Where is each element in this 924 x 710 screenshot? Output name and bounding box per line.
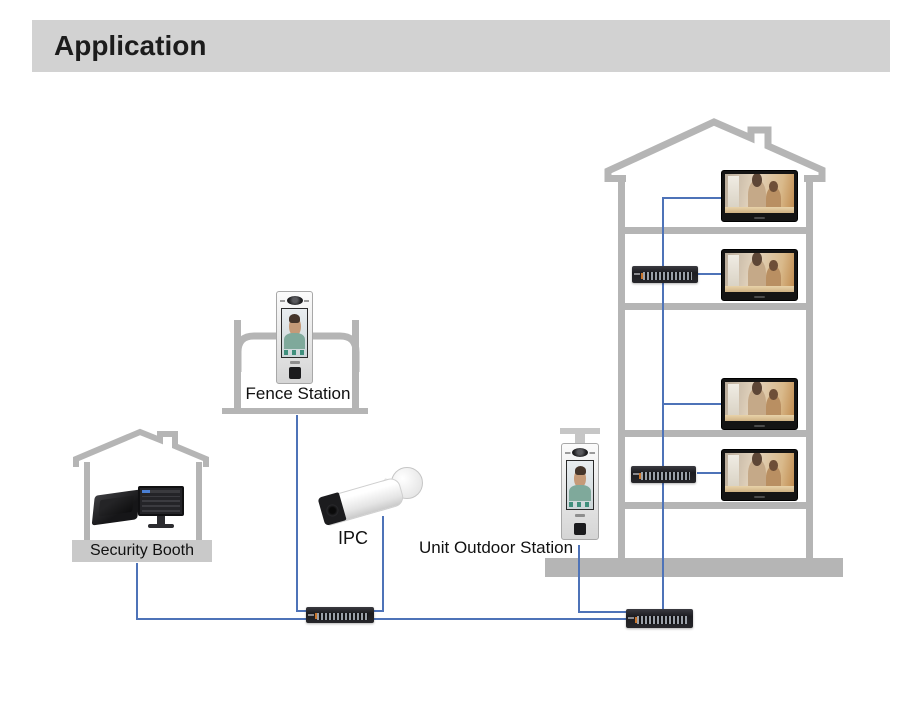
photo-person bbox=[747, 253, 766, 292]
network-switch bbox=[306, 607, 374, 623]
caller-face bbox=[288, 313, 301, 336]
floor-line bbox=[625, 502, 806, 509]
indoor-monitor bbox=[721, 249, 798, 301]
unit-outdoor-station-label: Unit Outdoor Station bbox=[419, 538, 574, 557]
photo-counter bbox=[725, 286, 794, 292]
monitor-screen bbox=[725, 174, 794, 213]
floor-line bbox=[625, 430, 806, 437]
monitor-base bbox=[148, 524, 174, 528]
photo-counter bbox=[725, 415, 794, 421]
photo-child bbox=[765, 180, 781, 213]
monitor-screen bbox=[725, 382, 794, 421]
security-booth-label-bar: Security Booth bbox=[72, 540, 212, 562]
caller-face bbox=[573, 465, 587, 488]
building-right-wall bbox=[806, 177, 813, 558]
door-station-camera bbox=[562, 444, 598, 460]
door-station-camera bbox=[277, 292, 312, 308]
security-booth-label: Security Booth bbox=[89, 542, 195, 559]
switch-ports bbox=[316, 612, 368, 620]
security-monitor-screen bbox=[138, 486, 184, 516]
floor-line bbox=[625, 227, 806, 234]
floor-line bbox=[625, 303, 806, 310]
network-switch bbox=[631, 466, 696, 483]
door-station-screen bbox=[281, 308, 308, 358]
indoor-monitor bbox=[721, 170, 798, 222]
bullet-camera bbox=[317, 462, 427, 530]
section-header-bar: Application bbox=[32, 20, 890, 72]
photo-child bbox=[765, 459, 781, 492]
switch-ports bbox=[641, 472, 691, 480]
building-roof bbox=[604, 118, 826, 182]
call-button bbox=[288, 367, 301, 379]
camera-body bbox=[318, 476, 406, 527]
network-switch bbox=[626, 609, 693, 628]
monitor-screen bbox=[725, 453, 794, 492]
photo-window bbox=[727, 176, 740, 208]
photo-window bbox=[727, 455, 740, 487]
switch-ports bbox=[636, 615, 687, 625]
photo-counter bbox=[725, 486, 794, 492]
caller-body bbox=[569, 485, 591, 502]
cable-ipc bbox=[374, 516, 384, 612]
photo-person bbox=[747, 453, 766, 492]
brand-logo bbox=[575, 514, 585, 517]
booth-right-wall bbox=[196, 462, 202, 540]
photo-counter bbox=[725, 207, 794, 213]
brand-logo bbox=[289, 361, 300, 364]
cable-fence-station bbox=[296, 415, 310, 612]
monitor-screen bbox=[725, 253, 794, 292]
switch-ports bbox=[642, 272, 693, 280]
security-booth-outline bbox=[73, 428, 209, 540]
unit-outdoor-station bbox=[561, 443, 599, 540]
cable-security-booth-bus bbox=[136, 563, 627, 620]
fence-station-label: Fence Station bbox=[245, 384, 351, 403]
booth-left-wall bbox=[84, 462, 90, 540]
indoor-monitor bbox=[721, 449, 798, 501]
ground-platform bbox=[545, 558, 843, 577]
network-switch bbox=[632, 266, 698, 283]
section-title: Application bbox=[54, 30, 207, 61]
booth-roof bbox=[73, 428, 209, 467]
apartment-building-outline bbox=[604, 118, 826, 558]
security-monitor bbox=[138, 486, 184, 534]
photo-window bbox=[727, 255, 740, 287]
cable-unit-station bbox=[578, 545, 627, 613]
screen-icons bbox=[283, 350, 306, 355]
fence-right-post bbox=[352, 320, 359, 410]
photo-person bbox=[747, 174, 766, 213]
fence-base bbox=[222, 408, 368, 414]
door-station-screen bbox=[566, 460, 594, 510]
ipc-label: IPC bbox=[337, 528, 368, 548]
call-button bbox=[574, 523, 586, 535]
building-left-wall bbox=[618, 177, 625, 558]
monitor-stand bbox=[157, 516, 165, 525]
photo-child bbox=[765, 259, 781, 292]
mounting-bracket bbox=[560, 428, 600, 444]
photo-child bbox=[765, 388, 781, 421]
fence-left-post bbox=[234, 320, 241, 410]
photo-person bbox=[747, 382, 766, 421]
caller-body bbox=[284, 333, 305, 350]
building-eave-left bbox=[606, 175, 626, 182]
fence-door-station bbox=[276, 291, 313, 384]
photo-window bbox=[727, 384, 740, 416]
screen-icons bbox=[568, 502, 592, 507]
indoor-monitor bbox=[721, 378, 798, 430]
building-eave-right bbox=[804, 175, 824, 182]
